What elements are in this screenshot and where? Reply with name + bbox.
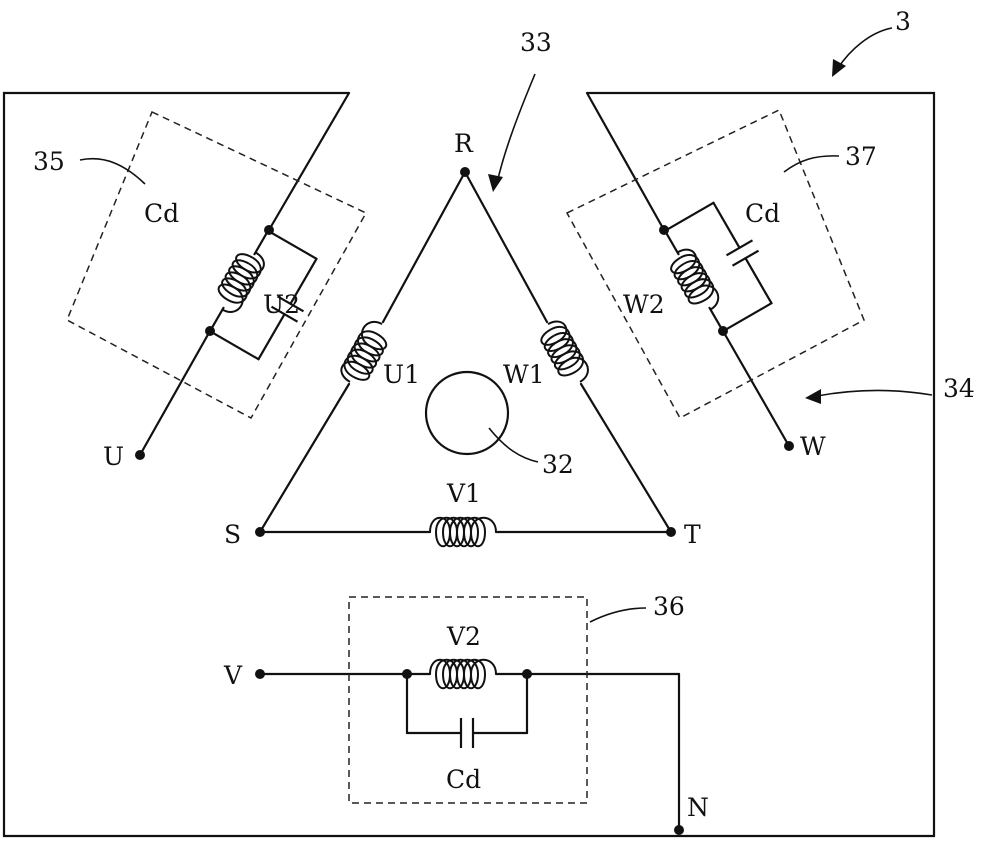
arrow-3 — [832, 27, 893, 77]
label-cd-bottom: Cd — [446, 765, 481, 794]
housing-outline — [2, 91, 936, 838]
label-winding-w2: W2 — [623, 290, 665, 319]
junction-v2-right — [522, 669, 532, 679]
leader-35 — [79, 158, 146, 185]
label-node-t: T — [684, 520, 701, 549]
label-node-v: V — [223, 661, 243, 690]
label-node-u: U — [103, 442, 124, 471]
terminal-v-dot — [255, 669, 265, 679]
label-node-r: R — [454, 129, 474, 158]
arrow-33 — [488, 73, 536, 192]
label-cd-right: Cd — [745, 199, 780, 228]
winding-v1-coil — [429, 516, 497, 548]
junction-w2-top — [659, 225, 669, 235]
v-branch — [255, 658, 684, 835]
label-node-w: W — [800, 432, 826, 461]
label-ref-36: 36 — [653, 592, 685, 621]
label-ref-3: 3 — [895, 7, 911, 36]
node-s-dot — [255, 527, 265, 537]
label-winding-v1: V1 — [446, 479, 481, 508]
label-ref-37: 37 — [845, 142, 877, 171]
junction-v2-left — [402, 669, 412, 679]
label-node-s: S — [224, 520, 241, 549]
node-t-dot — [666, 527, 676, 537]
rotor-32 — [424, 370, 510, 456]
label-winding-u1: U1 — [383, 360, 420, 389]
node-r-dot — [460, 167, 470, 177]
box-37 — [565, 108, 865, 420]
label-ref-33: 33 — [520, 28, 552, 57]
leader-32 — [488, 427, 539, 463]
terminal-w-dot — [784, 441, 794, 451]
box-35 — [66, 110, 368, 420]
label-cd-left: Cd — [144, 199, 179, 228]
junction-u2-top — [264, 225, 274, 235]
junction-u2-bottom — [205, 326, 215, 336]
u-branch — [135, 91, 351, 460]
winding-w2-coil — [664, 244, 724, 318]
winding-v2-coil — [429, 658, 497, 690]
label-node-n: N — [687, 793, 709, 822]
label-ref-32: 32 — [542, 450, 574, 479]
junction-w2-bottom — [718, 326, 728, 336]
leader-37 — [783, 155, 840, 173]
terminal-n-dot — [674, 825, 684, 835]
capacitor-cd-bottom — [459, 716, 475, 750]
label-ref-35: 35 — [33, 147, 65, 176]
box-36 — [348, 596, 588, 804]
label-winding-w1: W1 — [503, 360, 545, 389]
capacitor-cd-right — [725, 239, 760, 267]
label-winding-u2: U2 — [263, 290, 300, 319]
winding-u2-coil — [209, 244, 269, 318]
arrow-34 — [805, 389, 933, 404]
w-branch — [585, 91, 794, 451]
label-ref-34: 34 — [943, 374, 975, 403]
label-winding-v2: V2 — [446, 622, 481, 651]
leader-36 — [589, 607, 647, 623]
delta-winding-33 — [255, 167, 676, 548]
terminal-u-dot — [135, 450, 145, 460]
